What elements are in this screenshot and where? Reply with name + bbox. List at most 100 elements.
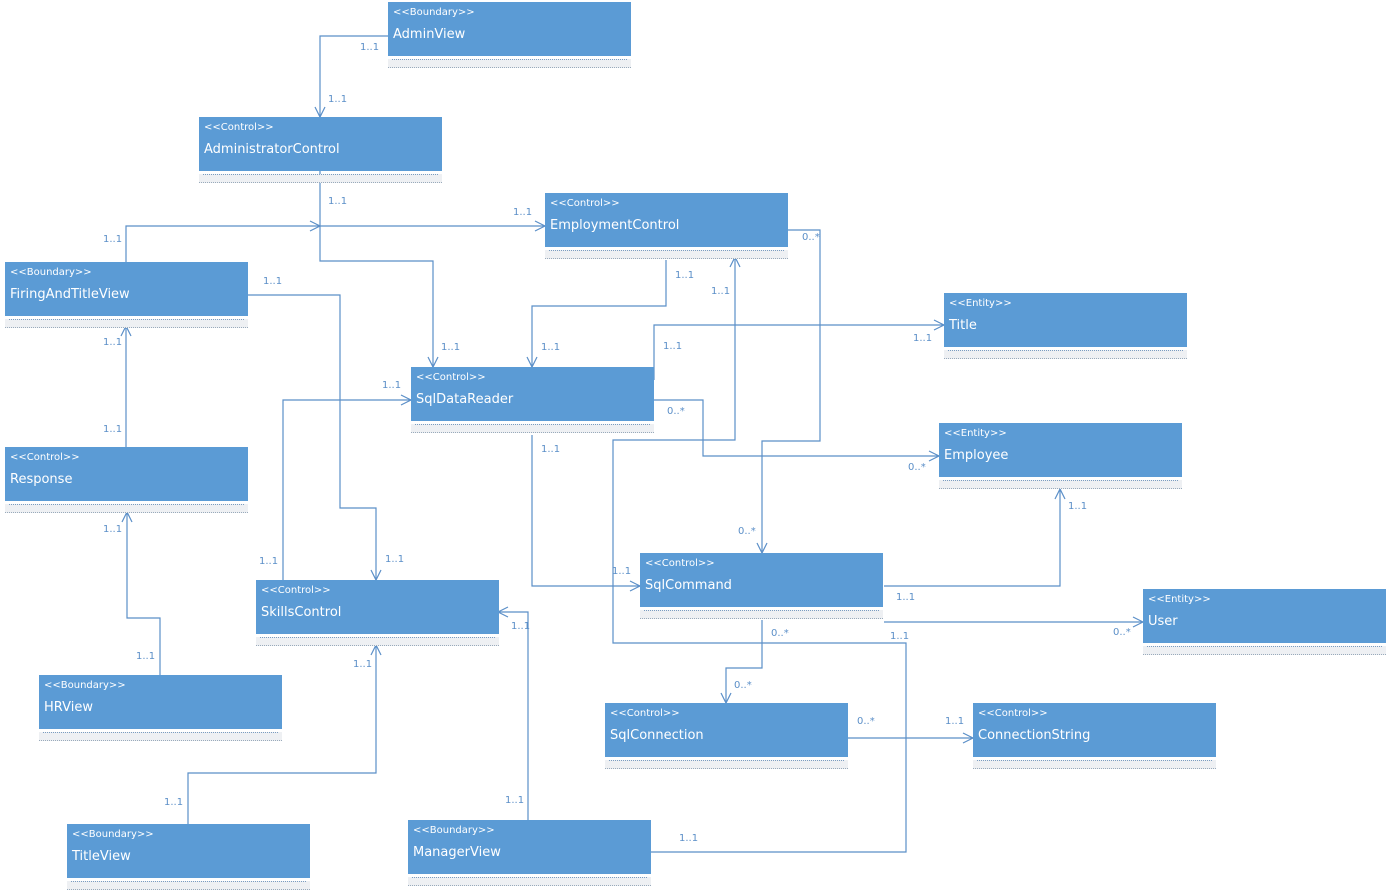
attributes-compartment — [640, 610, 883, 619]
stereotype: <<Boundary>> — [413, 825, 495, 836]
multiplicity-label: 1..1 — [511, 621, 531, 632]
class-header: <<Control>> SqlDataReader — [411, 367, 654, 421]
attributes-compartment — [1143, 646, 1386, 655]
attributes-compartment — [939, 480, 1182, 489]
class-firingandtitleview[interactable]: <<Boundary>> FiringAndTitleView — [5, 262, 248, 328]
association-line — [725, 620, 763, 703]
multiplicity-label: 1..1 — [945, 716, 965, 727]
multiplicity-label: 1..1 — [541, 444, 561, 455]
class-sqldatareader[interactable]: <<Control>> SqlDataReader — [411, 367, 654, 433]
class-header: <<Control>> EmploymentControl — [545, 193, 788, 247]
association-line — [531, 260, 667, 367]
class-name: Title — [949, 318, 977, 333]
class-titleview[interactable]: <<Boundary>>TitleView — [67, 824, 310, 890]
class-name: Employee — [944, 448, 1009, 463]
class-name: TitleView — [72, 849, 131, 864]
multiplicity-label: 0..* — [908, 462, 926, 473]
stereotype: <<Boundary>> — [10, 267, 92, 278]
class-user[interactable]: <<Entity>> User — [1143, 589, 1386, 655]
stereotype: <<Entity>> — [944, 428, 1007, 439]
class-connectionstring[interactable]: <<Control>> ConnectionString — [973, 703, 1216, 769]
association-line — [654, 399, 939, 457]
multiplicity-label: 1..1 — [103, 234, 123, 245]
class-name: SqlDataReader — [416, 392, 514, 407]
attributes-compartment — [5, 319, 248, 328]
class-administratorcontrol[interactable]: <<Control>>AdministratorControl — [199, 117, 442, 183]
class-response[interactable]: <<Control>> Response — [5, 447, 248, 513]
class-name: EmploymentControl — [550, 218, 680, 233]
stereotype: <<Control>> — [978, 708, 1048, 719]
association-line — [653, 324, 944, 380]
class-name: SqlCommand — [645, 578, 732, 593]
class-name: SqlConnection — [610, 728, 704, 743]
class-header: <<Entity>>Title — [944, 293, 1187, 347]
class-header: <<Boundary>>TitleView — [67, 824, 310, 878]
association-line — [319, 226, 434, 367]
class-header: <<Boundary>>HRView — [39, 675, 282, 729]
multiplicity-label: 0..* — [771, 628, 789, 639]
class-name: User — [1148, 614, 1178, 629]
multiplicity-label: 1..1 — [263, 276, 283, 287]
multiplicity-label: 1..1 — [505, 795, 525, 806]
class-name: FiringAndTitleView — [10, 287, 130, 302]
multiplicity-label: 0..* — [802, 232, 820, 243]
class-header: <<Control>>SqlConnection — [605, 703, 848, 757]
class-employee[interactable]: <<Entity>> Employee — [939, 423, 1182, 489]
class-sqlconnection[interactable]: <<Control>>SqlConnection — [605, 703, 848, 769]
multiplicity-label: 1..1 — [328, 94, 348, 105]
class-skillscontrol[interactable]: <<Control>> SkillsControl — [256, 580, 499, 646]
multiplicity-label: 1..1 — [913, 333, 933, 344]
class-header: <<Control>> SkillsControl — [256, 580, 499, 634]
multiplicity-label: 1..1 — [103, 424, 123, 435]
class-name: AdministratorControl — [204, 142, 340, 157]
attributes-compartment — [545, 250, 788, 259]
attributes-compartment — [5, 504, 248, 513]
stereotype: <<Boundary>> — [393, 7, 475, 18]
class-name: ConnectionString — [978, 728, 1091, 743]
class-name: Response — [10, 472, 73, 487]
class-adminview[interactable]: <<Boundary>> AdminView — [388, 2, 631, 68]
multiplicity-label: 0..* — [738, 526, 756, 537]
multiplicity-label: 1..1 — [136, 651, 156, 662]
association-line — [498, 611, 529, 820]
class-header: <<Boundary>> ManagerView — [408, 820, 651, 874]
attributes-compartment — [411, 424, 654, 433]
stereotype: <<Entity>> — [1148, 594, 1211, 605]
stereotype: <<Control>> — [261, 585, 331, 596]
class-hrview[interactable]: <<Boundary>>HRView — [39, 675, 282, 741]
attributes-compartment — [605, 760, 848, 769]
association-line — [531, 435, 640, 587]
association-line — [248, 294, 377, 580]
attributes-compartment — [256, 637, 499, 646]
stereotype: <<Control>> — [10, 452, 80, 463]
class-header: <<Control>> ConnectionString — [973, 703, 1216, 757]
multiplicity-label: 1..1 — [259, 556, 279, 567]
stereotype: <<Boundary>> — [44, 680, 126, 691]
class-name: ManagerView — [413, 845, 501, 860]
multiplicity-label: 0..* — [667, 406, 685, 417]
multiplicity-label: 1..1 — [612, 566, 632, 577]
class-header: <<Entity>> User — [1143, 589, 1386, 643]
class-managerview[interactable]: <<Boundary>> ManagerView — [408, 820, 651, 886]
multiplicity-label: 1..1 — [890, 631, 910, 642]
multiplicity-label: 1..1 — [441, 342, 461, 353]
multiplicity-label: 1..1 — [385, 554, 405, 565]
class-name: SkillsControl — [261, 605, 342, 620]
association-line — [125, 225, 320, 262]
class-employmentcontrol[interactable]: <<Control>> EmploymentControl — [545, 193, 788, 259]
class-title[interactable]: <<Entity>>Title — [944, 293, 1187, 359]
multiplicity-label: 1..1 — [896, 592, 916, 603]
attributes-compartment — [388, 59, 631, 68]
association-line — [761, 229, 821, 553]
association-line — [282, 399, 411, 580]
class-header: <<Boundary>> AdminView — [388, 2, 631, 56]
class-header: <<Control>>SqlCommand — [640, 553, 883, 607]
class-name: AdminView — [393, 27, 466, 42]
class-sqlcommand[interactable]: <<Control>>SqlCommand — [640, 553, 883, 619]
stereotype: <<Control>> — [550, 198, 620, 209]
class-header: <<Control>>AdministratorControl — [199, 117, 442, 171]
class-header: <<Boundary>> FiringAndTitleView — [5, 262, 248, 316]
stereotype: <<Control>> — [416, 372, 486, 383]
